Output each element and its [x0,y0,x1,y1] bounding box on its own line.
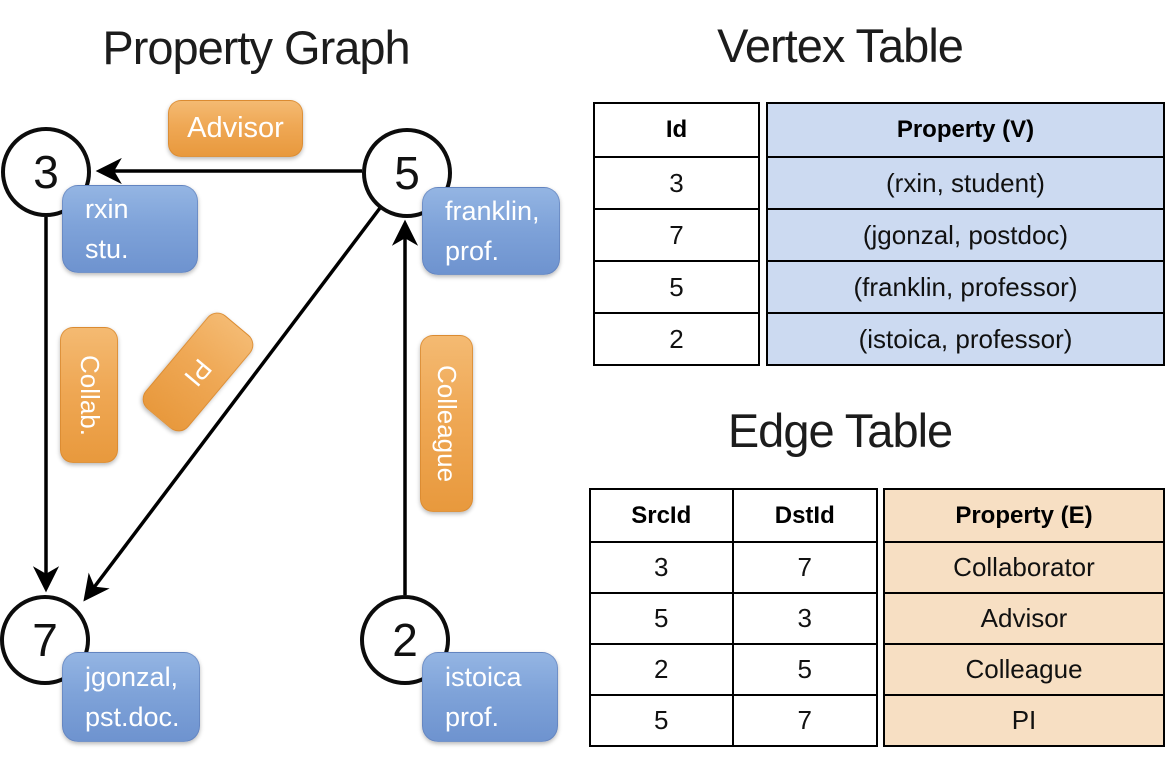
edge-table-header-property: Property (E) [955,501,1093,529]
edge-table-header-srcid: SrcId [631,501,692,529]
table-cell: (rxin, student) [768,156,1163,208]
table-cell: 7 [733,694,876,745]
vertex-property-line: pst.doc. [85,702,180,732]
vertex-table-header-id: Id [665,116,688,143]
vertex-property-line: franklin, [445,195,540,226]
edge-table-title: Edge Table [727,404,953,457]
vertex-property-box-istoica: istoica prof. [422,652,558,742]
vertex-table-header-property: Property (V) [896,116,1035,143]
node-id-label: 3 [33,146,59,198]
node-id-label: 5 [394,147,420,199]
vertex-table-id-column: Id 3 7 5 2 [593,102,760,366]
edge-table-srcid-column: SrcId 3 5 2 5 [591,490,734,745]
graph-node-2: 2 [360,595,450,685]
table-cell: (franklin, professor) [768,260,1163,312]
vertex-table-property-column: Property (V) (rxin, student) (jgonzal, p… [766,102,1165,366]
vertex-property-line: stu. [85,234,129,264]
vertex-property-line: rxin [85,193,129,224]
edge-label-text: Advisor [187,112,284,144]
edge-table-id-columns: SrcId 3 5 2 5 DstId 7 3 5 7 [589,488,878,747]
table-cell: Collaborator [885,541,1163,592]
node-id-label: 2 [392,614,418,666]
edge-table-dstid-column: DstId 7 3 5 7 [733,490,876,745]
table-cell: 5 [733,643,876,694]
edge-label-colleague: Colleague [420,335,473,512]
table-cell: 5 [595,260,758,312]
table-cell: 5 [591,592,732,643]
vertex-property-box-franklin: franklin, prof. [422,187,560,275]
table-cell: Colleague [885,643,1163,694]
table-cell: (jgonzal, postdoc) [768,208,1163,260]
table-cell: 5 [591,694,732,745]
table-cell: 7 [595,208,758,260]
edge-label-text: Collab. [74,354,105,436]
table-cell: 2 [591,643,732,694]
vertex-property-box-rxin: rxin stu. [62,185,198,273]
edge-table-header-dstid: DstId [774,501,835,529]
table-cell: PI [885,694,1163,745]
edge-label-advisor: Advisor [168,100,303,157]
table-cell: (istoica, professor) [768,312,1163,364]
table-cell: 2 [595,312,758,364]
node-id-label: 7 [32,614,58,666]
vertex-property-box-jgonzal: jgonzal, pst.doc. [62,652,200,742]
table-cell: 3 [733,592,876,643]
table-cell: 3 [591,541,732,592]
vertex-property-line: prof. [445,236,500,266]
table-cell: Advisor [885,592,1163,643]
edge-label-text: PI [178,352,219,392]
graph-edges-svg [32,157,419,602]
edge-label-collab: Collab. [60,327,118,463]
edge-5-to-7 [83,206,382,602]
table-cell: 7 [733,541,876,592]
vertex-property-line: istoica [445,661,522,692]
vertex-property-line: jgonzal, [85,661,179,692]
vertex-property-line: prof. [445,702,500,732]
graph-node-5: 5 [362,128,452,218]
property-graph-title: Property Graph [102,21,410,74]
vertex-table-title: Vertex Table [717,19,964,72]
table-cell: 3 [595,156,758,208]
edge-label-text: Colleague [432,364,462,483]
edge-table-property-column: Property (E) Collaborator Advisor Collea… [883,488,1165,747]
